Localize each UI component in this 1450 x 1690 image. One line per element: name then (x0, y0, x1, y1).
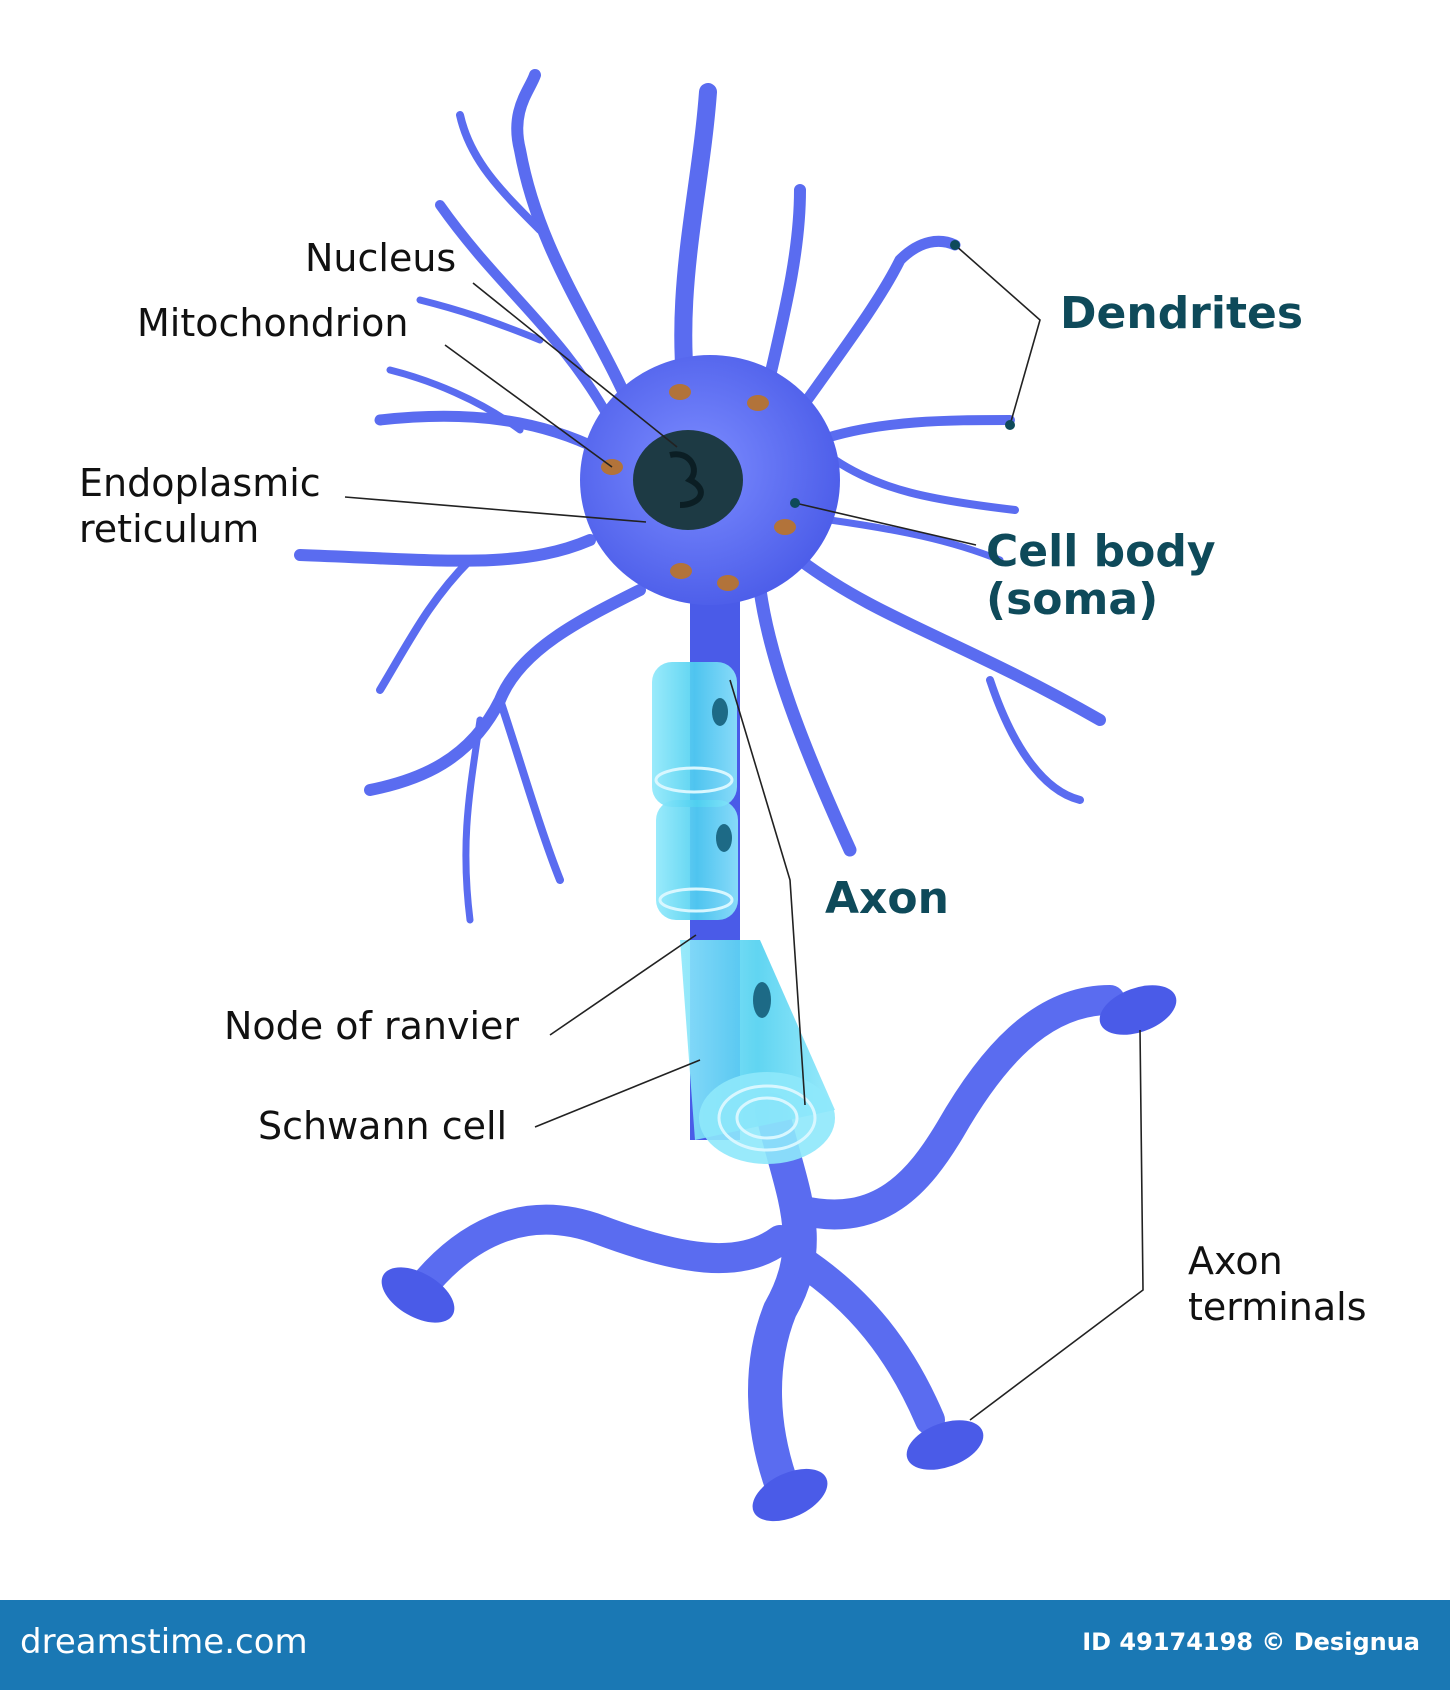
footer-bar: dreamstime.com ID 49174198 © Designua (0, 1600, 1450, 1690)
label-endoplasmic-reticulum: Endoplasmic reticulum (79, 461, 321, 551)
axon-terminal-branches (405, 985, 1125, 1497)
label-node-of-ranvier: Node of ranvier (224, 1004, 520, 1048)
axon-terminals (381, 985, 1177, 1522)
label-nucleus: Nucleus (305, 236, 457, 280)
label-schwann-cell: Schwann cell (258, 1104, 508, 1148)
label-axon: Axon (825, 873, 949, 924)
label-dendrites: Dendrites (1060, 288, 1304, 339)
footer-credit: ID 49174198 © Designua (1082, 1628, 1420, 1656)
myelin-sheath (652, 662, 835, 1164)
label-cell-body: Cell body (soma) (986, 526, 1216, 625)
footer-site-link[interactable]: dreamstime.com (20, 1622, 308, 1662)
label-mitochondrion: Mitochondrion (137, 301, 409, 345)
leader-lines (344, 244, 1144, 1421)
leader-dots (790, 240, 1015, 508)
label-axon-terminals: Axon terminals (1188, 1239, 1367, 1329)
cell-body (580, 355, 840, 605)
